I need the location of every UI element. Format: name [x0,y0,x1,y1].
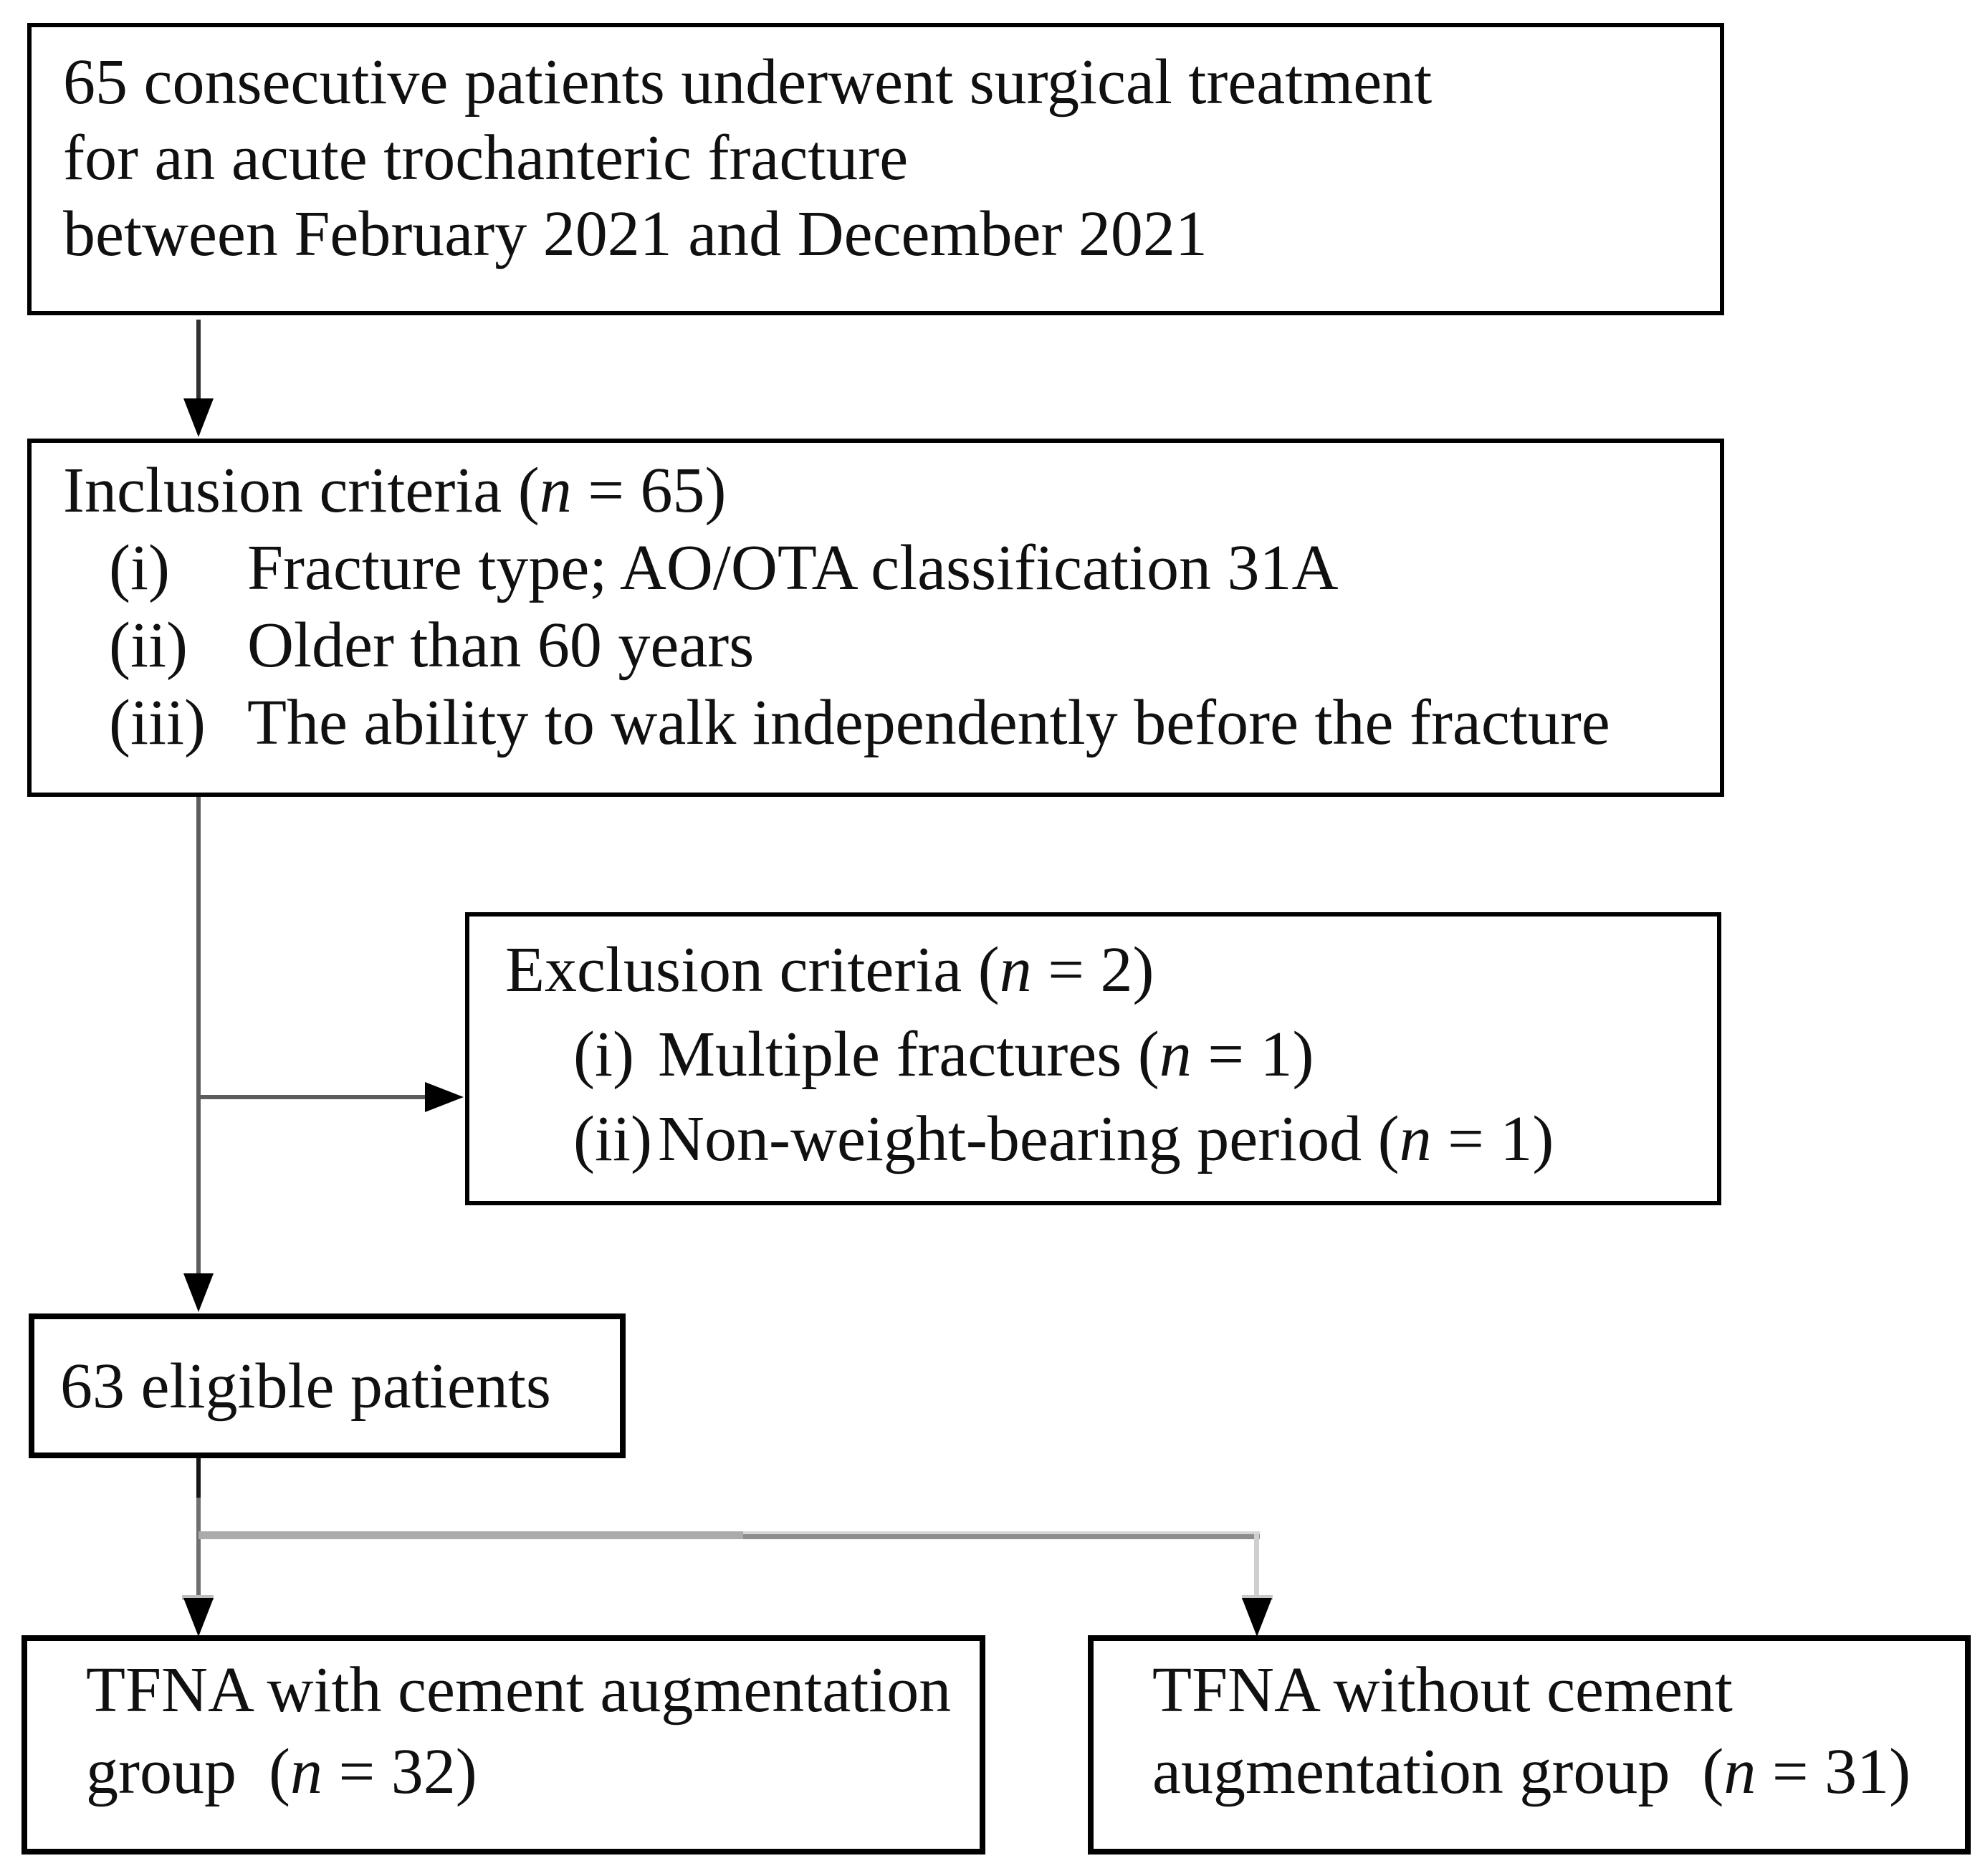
node-tfna-no-cement-group: TFNA without cement augmentation group (… [1088,1635,1971,1855]
no-cement-group-line-1: TFNA without cement [1152,1655,1733,1726]
exclusion-item-1: (i)Multiple fractures (n = 1) [573,1019,1314,1090]
arrowhead-down-no-cement-group-icon [1242,1598,1272,1637]
node-tfna-cement-group: TFNA with cement augmentation group (n =… [21,1635,985,1855]
inclusion-item-2: (ii)Older than 60 years [109,610,755,681]
inclusion-item-1: (i)Fracture type; AO/OTA classification … [109,532,1339,603]
node-exclusion-criteria: Exclusion criteria (n = 2) (i)Multiple f… [465,912,1721,1205]
cement-group-line-2: group (n = 32) [86,1736,477,1807]
connector-enroll-to-inclusion [196,320,201,400]
arrow-cap-right [1242,1595,1273,1600]
arrowhead-down-inclusion-icon [183,398,214,437]
arrowhead-down-eligible-icon [183,1273,214,1312]
connector-branch-to-exclusion [199,1095,426,1099]
enrollment-line-2: for an acute trochanteric fracture [63,123,909,193]
inclusion-title: Inclusion criteria (n = 65) [63,455,727,526]
connector-eligible-to-split [196,1498,201,1599]
connector-split-bar-right [743,1531,1260,1539]
exclusion-item-2: (ii)Non-weight-bearing period (n = 1) [573,1104,1554,1174]
arrowhead-down-cement-group-icon [183,1598,214,1637]
exclusion-title: Exclusion criteria (n = 2) [505,934,1154,1005]
eligible-text: 63 eligible patients [60,1350,551,1422]
enrollment-line-3: between February 2021 and December 2021 [63,198,1208,269]
node-inclusion-criteria: Inclusion criteria (n = 65) (i)Fracture … [27,439,1724,797]
cement-group-line-1: TFNA with cement augmentation [86,1655,952,1726]
inclusion-item-3: (iii)The ability to walk independently b… [109,687,1610,758]
arrowhead-right-exclusion-icon [425,1082,464,1112]
enrollment-line-1: 65 consecutive patients underwent surgic… [63,47,1433,118]
connector-eligible-stub [196,1458,201,1499]
arrow-cap-left [182,1595,214,1600]
node-eligible-patients: 63 eligible patients [29,1313,626,1458]
connector-split-to-right-group [1254,1534,1259,1599]
no-cement-group-line-2: augmentation group (n = 31) [1152,1736,1911,1807]
connector-split-bar-left [199,1531,743,1539]
node-enrollment: 65 consecutive patients underwent surgic… [27,23,1724,315]
connector-inclusion-to-eligible [196,797,201,1275]
